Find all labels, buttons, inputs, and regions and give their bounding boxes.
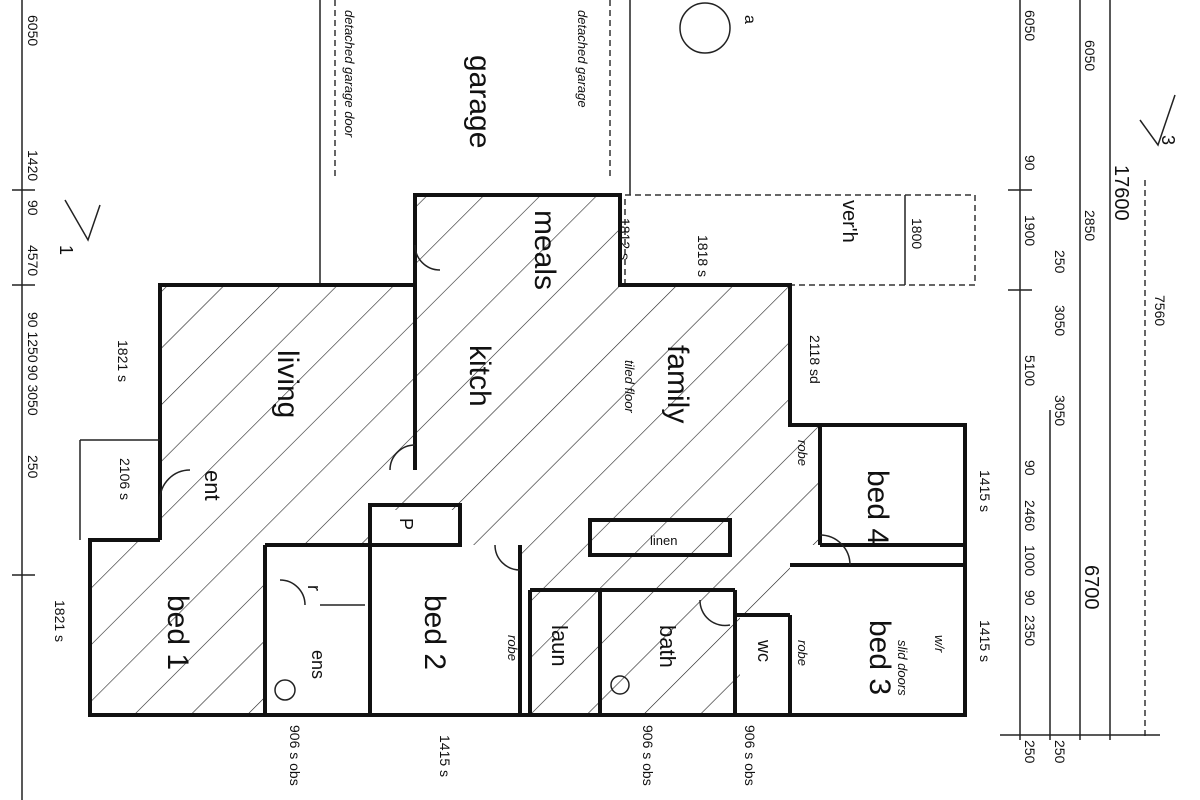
room-label-living: living [271, 350, 304, 418]
dimension-label: 1821 s [115, 340, 131, 382]
dimension-label: 906 s obs [640, 725, 656, 786]
room-label-bed1: bed 1 [161, 595, 194, 670]
dimension-label: 250 [1052, 250, 1068, 274]
dimension-label: 1415 s [977, 620, 993, 662]
dimension-label: 250 [25, 455, 41, 479]
section-marker-3: 3 [1158, 135, 1178, 145]
room-label-verh: ver'h [838, 200, 860, 243]
room-label-ens: ens [308, 650, 328, 679]
dimension-label: 90 [1022, 460, 1038, 476]
dimension-label: 6050 [1082, 40, 1098, 71]
dimension-label: 1420 [25, 150, 41, 181]
dimension-label: 5100 [1022, 355, 1038, 386]
dimension-label: 90 3050 [25, 365, 41, 416]
dimension-label: 7560 [1152, 295, 1168, 326]
note-robe3: robe [795, 640, 810, 666]
left-dimensions: 6050 1420 90 4570 90 1250 90 3050 250 [25, 15, 41, 479]
dimension-label: 1800 [909, 218, 925, 249]
dimension-label: 2460 [1022, 500, 1038, 531]
dimension-label: 1818 s [695, 235, 711, 277]
dimension-label: 2350 [1022, 615, 1038, 646]
dimension-label: 1415 s [437, 735, 453, 777]
dimension-label: 2118 sd [807, 335, 823, 384]
note-tiled-floor: tiled floor [622, 360, 637, 413]
right-dimensions: 6050 90 1900 5100 90 2460 1000 90 2350 2… [1022, 10, 1168, 764]
room-label-family: family [661, 345, 694, 423]
dimension-label: 250 [1022, 740, 1038, 764]
dimension-label: 3050 [1052, 395, 1068, 426]
dimension-label: 2106 s [117, 458, 133, 500]
note-garage-door: detached garage door [342, 10, 357, 138]
hatched-living-area [90, 195, 820, 715]
interior-dimensions: 1821 s 2106 s 1812 s 1818 s 1800 2118 sd… [52, 218, 993, 786]
dimension-label: 90 [25, 200, 41, 216]
room-label-bed2: bed 2 [418, 595, 451, 670]
room-label-laun: laun [547, 625, 572, 667]
note-robe1: robe [795, 440, 810, 466]
dimension-label: 1000 [1022, 545, 1038, 576]
note-robe2: robe [505, 635, 520, 661]
room-label-bed3: bed 3 [863, 620, 896, 695]
room-label-wc: wc [754, 639, 774, 662]
dimension-label: 2850 [1082, 210, 1098, 241]
dimension-label: 90 [1022, 155, 1038, 171]
dimension-label: 6050 [1022, 10, 1038, 41]
room-label-garage: garage [463, 55, 496, 148]
dimension-label: 1900 [1022, 215, 1038, 246]
room-label-pantry: P [396, 518, 416, 530]
dimension-label: 3050 [1052, 305, 1068, 336]
dimension-label: 4570 [25, 245, 41, 276]
dimension-label: 906 s obs [742, 725, 758, 786]
garage [319, 0, 631, 285]
dimension-label: 6050 [25, 15, 41, 46]
note-detached-garage: detached garage [575, 10, 590, 108]
walls [79, 193, 967, 717]
dimension-label: 1821 s [52, 600, 68, 642]
room-label-kitch: kitch [463, 345, 496, 407]
dimension-label: 90 1250 [25, 312, 41, 363]
dimension-label: 90 [1022, 590, 1038, 606]
room-label-ent: ent [200, 470, 225, 501]
room-label-linen: linen [650, 533, 677, 548]
room-label-meals: meals [528, 210, 561, 290]
dimension-label: 17600 [1110, 165, 1132, 221]
dimension-label: 250 [1052, 740, 1068, 764]
north-marker: a [741, 15, 758, 24]
room-label-bed4: bed 4 [861, 470, 894, 545]
dimension-lines [12, 0, 1176, 800]
dimension-label: 6700 [1080, 565, 1102, 610]
note-wir: w/r [932, 635, 947, 653]
dimension-label: 1812 s [617, 218, 633, 260]
section-marker-1: 1 [56, 245, 76, 255]
door-swings [159, 2, 851, 701]
dimension-label: 906 s obs [287, 725, 303, 786]
dimension-label: 1415 s [977, 470, 993, 512]
verandah-outline [624, 194, 976, 286]
room-label-robe: r [304, 585, 324, 591]
note-sliding-doors: slid doors [895, 640, 910, 696]
room-label-bath: bath [655, 625, 680, 668]
